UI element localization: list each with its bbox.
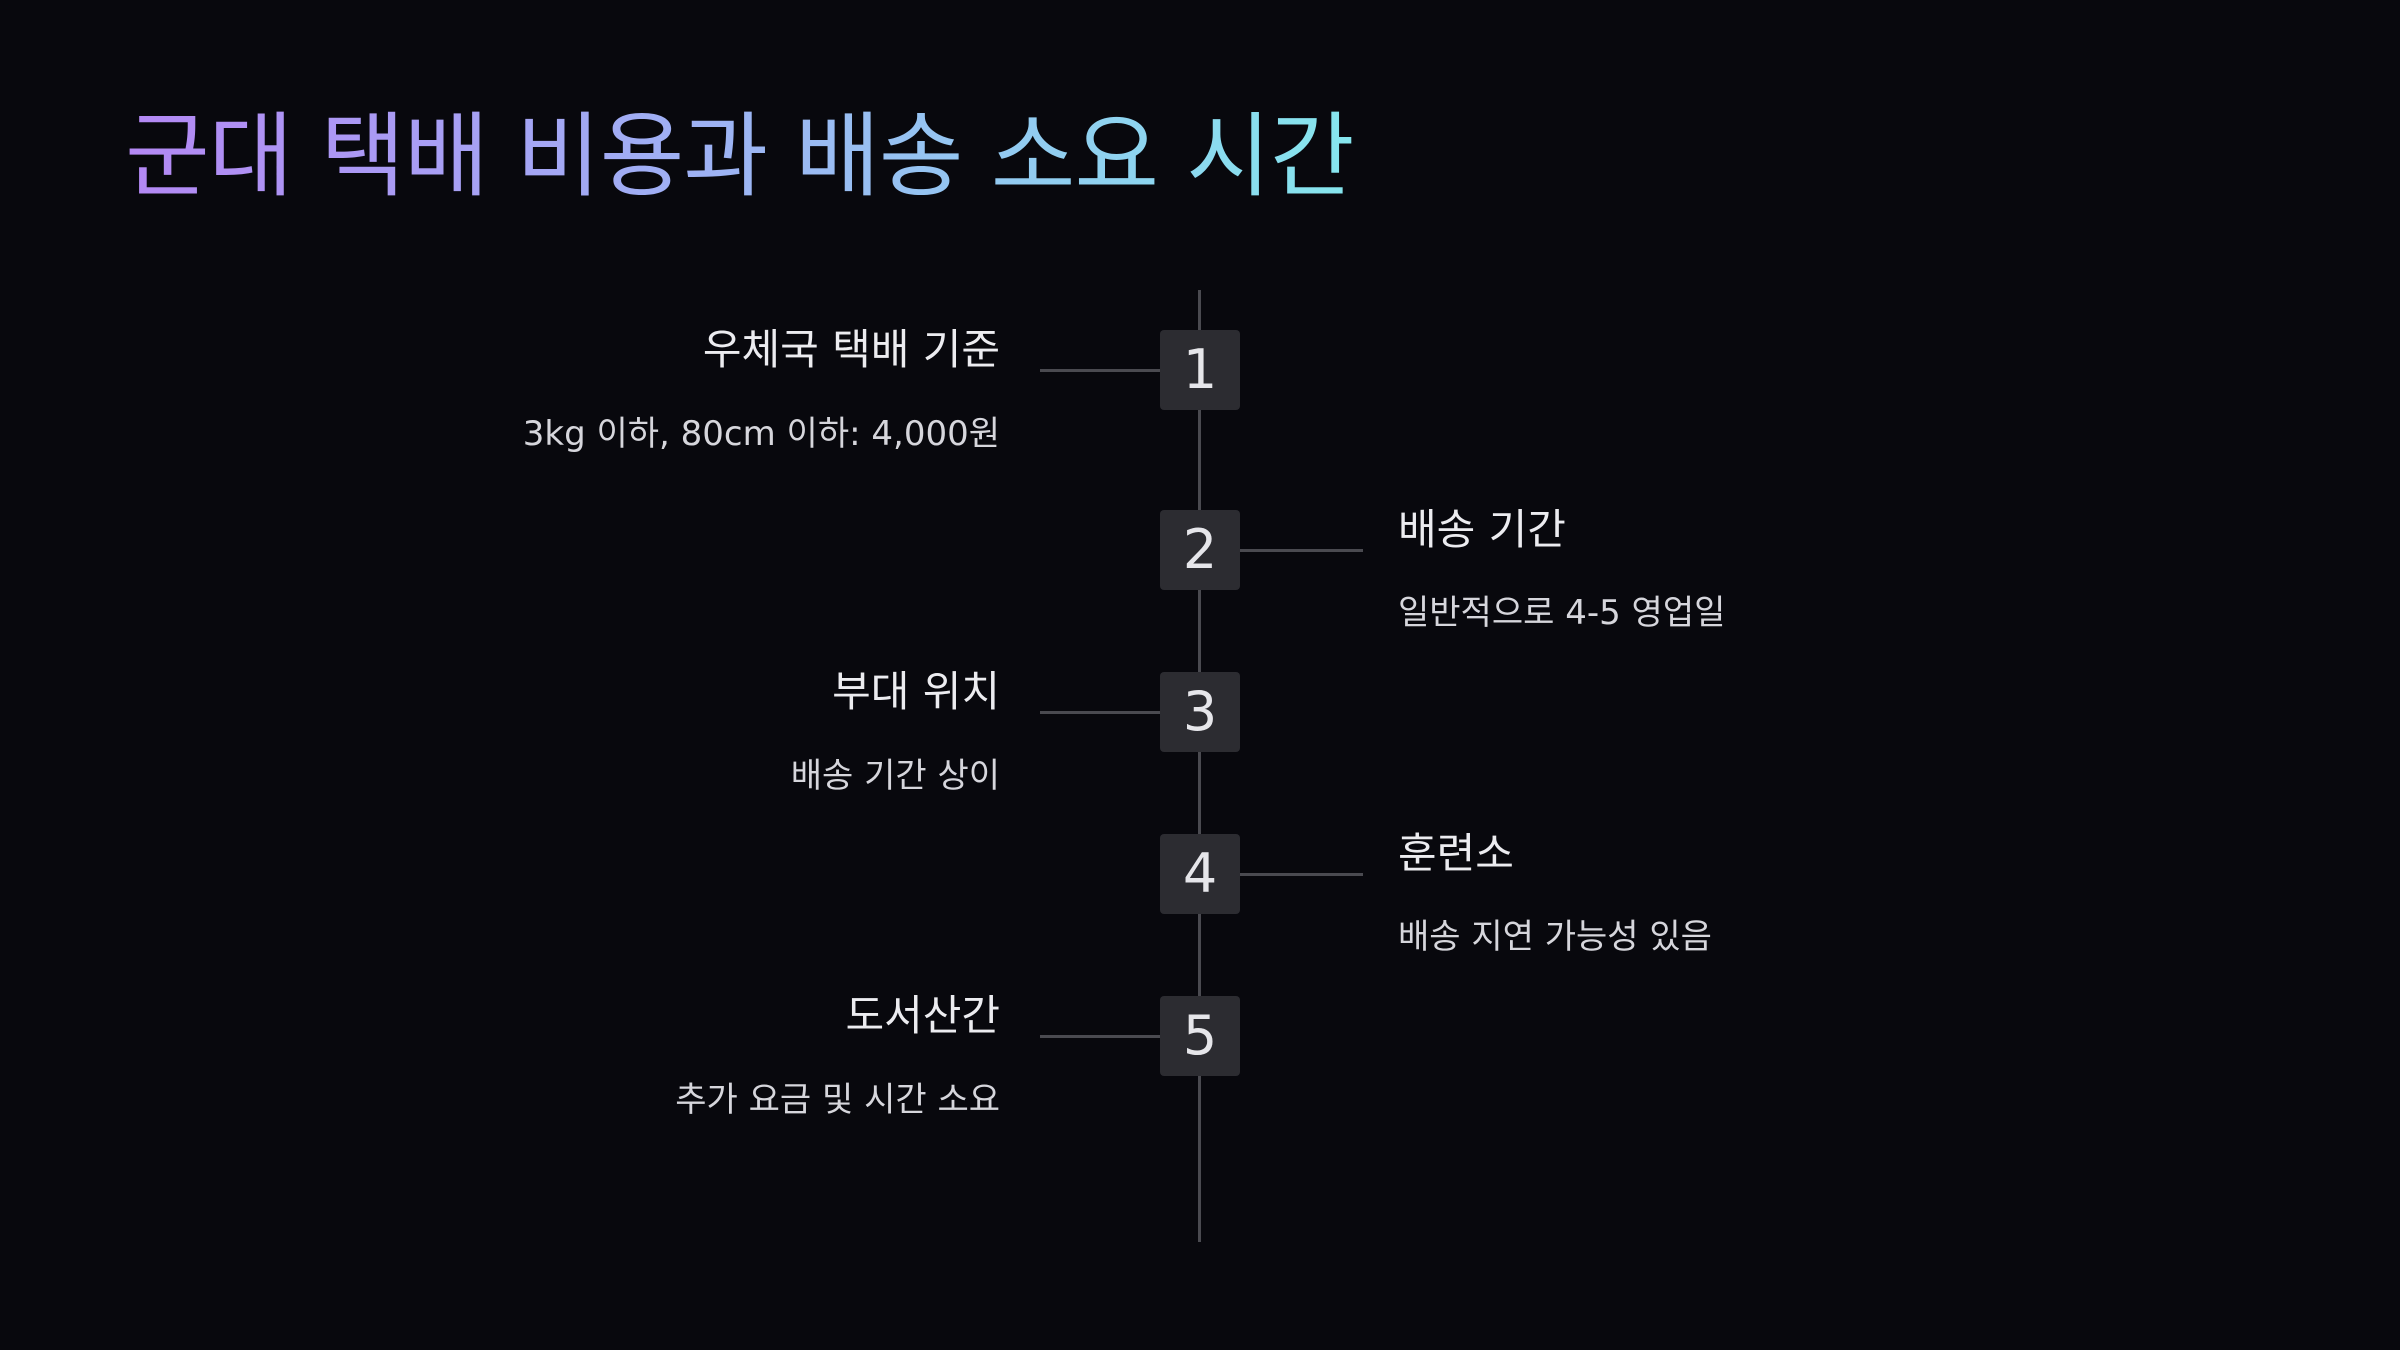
step-1-description: 3kg 이하, 80cm 이하: 4,000원 xyxy=(522,414,1000,454)
step-1-number-badge: 1 xyxy=(1160,330,1240,410)
step-5-number-badge: 5 xyxy=(1160,996,1240,1076)
step-3-description: 배송 기간 상이 xyxy=(790,756,1000,796)
step-2-heading: 배송 기간 xyxy=(1398,505,1566,554)
step-2-number-badge: 2 xyxy=(1160,510,1240,590)
page-title: 군대 택배 비용과 배송 소요 시간 xyxy=(125,92,1355,222)
step-3-connector xyxy=(1040,711,1160,714)
step-4-description: 배송 지연 가능성 있음 xyxy=(1398,917,1712,957)
step-4-heading: 훈련소 xyxy=(1398,829,1514,878)
step-3-heading: 부대 위치 xyxy=(832,667,1000,716)
step-4-number-badge: 4 xyxy=(1160,834,1240,914)
step-1-connector xyxy=(1040,369,1160,372)
step-5-description: 추가 요금 및 시간 소요 xyxy=(675,1080,1000,1120)
timeline-axis-line xyxy=(1198,290,1201,1242)
step-5-connector xyxy=(1040,1035,1160,1038)
step-3-number-badge: 3 xyxy=(1160,672,1240,752)
step-2-description: 일반적으로 4-5 영업일 xyxy=(1398,593,1726,633)
step-1-heading: 우체국 택배 기준 xyxy=(702,325,1000,374)
step-5-heading: 도서산간 xyxy=(845,991,1000,1040)
step-4-connector xyxy=(1240,873,1363,876)
step-2-connector xyxy=(1240,549,1363,552)
